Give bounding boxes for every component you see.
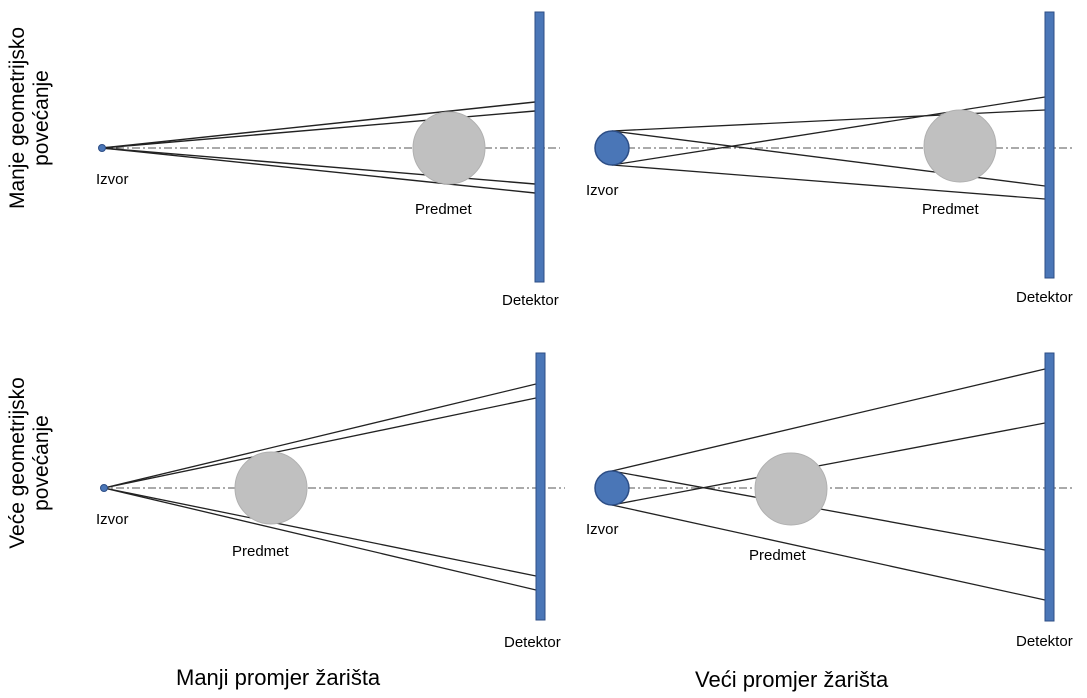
source-label: Izvor bbox=[96, 171, 129, 188]
detector-label: Detektor bbox=[1016, 289, 1073, 306]
ray bbox=[611, 470, 1046, 551]
row-label-top-line1: Manje geometrijsko bbox=[6, 26, 29, 210]
ray bbox=[103, 487, 537, 591]
source-label: Izvor bbox=[586, 182, 619, 199]
panel-bottom-right bbox=[594, 352, 1075, 622]
source-disc bbox=[594, 470, 630, 506]
ray bbox=[611, 422, 1046, 506]
row-label-bottom: Veće geometrijsko povećanje bbox=[6, 363, 54, 563]
ray bbox=[103, 383, 537, 489]
ray bbox=[611, 504, 1046, 601]
detector-label: Detektor bbox=[1016, 633, 1073, 650]
panel-bottom-left bbox=[100, 352, 565, 621]
detector-plate bbox=[1044, 352, 1055, 622]
row-label-bottom-line2: povećanje bbox=[30, 415, 53, 511]
object-label: Predmet bbox=[232, 543, 289, 560]
column-label-right: Veći promjer žarišta bbox=[695, 667, 889, 692]
row-label-top-line2: povećanje bbox=[30, 70, 53, 166]
ray bbox=[101, 101, 536, 149]
source-label: Izvor bbox=[586, 521, 619, 538]
object-sphere bbox=[412, 111, 486, 185]
detector-plate bbox=[1044, 11, 1055, 279]
object-label: Predmet bbox=[922, 201, 979, 218]
source-point bbox=[98, 144, 106, 152]
source-point bbox=[100, 484, 108, 492]
ray bbox=[103, 487, 537, 577]
detector-label: Detektor bbox=[504, 634, 561, 651]
panel-top-left bbox=[98, 11, 560, 283]
row-label-bottom-line1: Veće geometrijsko bbox=[6, 377, 29, 549]
object-sphere bbox=[234, 451, 308, 525]
ray bbox=[611, 96, 1046, 166]
ray bbox=[103, 397, 537, 489]
detector-label: Detektor bbox=[502, 292, 559, 309]
detector-plate bbox=[535, 352, 546, 621]
ray bbox=[611, 368, 1046, 472]
source-disc bbox=[594, 130, 630, 166]
object-sphere bbox=[754, 452, 828, 526]
column-label-left: Manji promjer žarišta bbox=[176, 665, 381, 690]
object-label: Predmet bbox=[415, 201, 472, 218]
source-label: Izvor bbox=[96, 511, 129, 528]
row-label-top: Manje geometrijsko povećanje bbox=[6, 18, 54, 218]
ray bbox=[101, 147, 536, 194]
object-sphere bbox=[923, 109, 997, 183]
object-label: Predmet bbox=[749, 547, 806, 564]
detector-plate bbox=[534, 11, 545, 283]
ray bbox=[611, 164, 1046, 200]
panel-top-right bbox=[594, 11, 1075, 279]
